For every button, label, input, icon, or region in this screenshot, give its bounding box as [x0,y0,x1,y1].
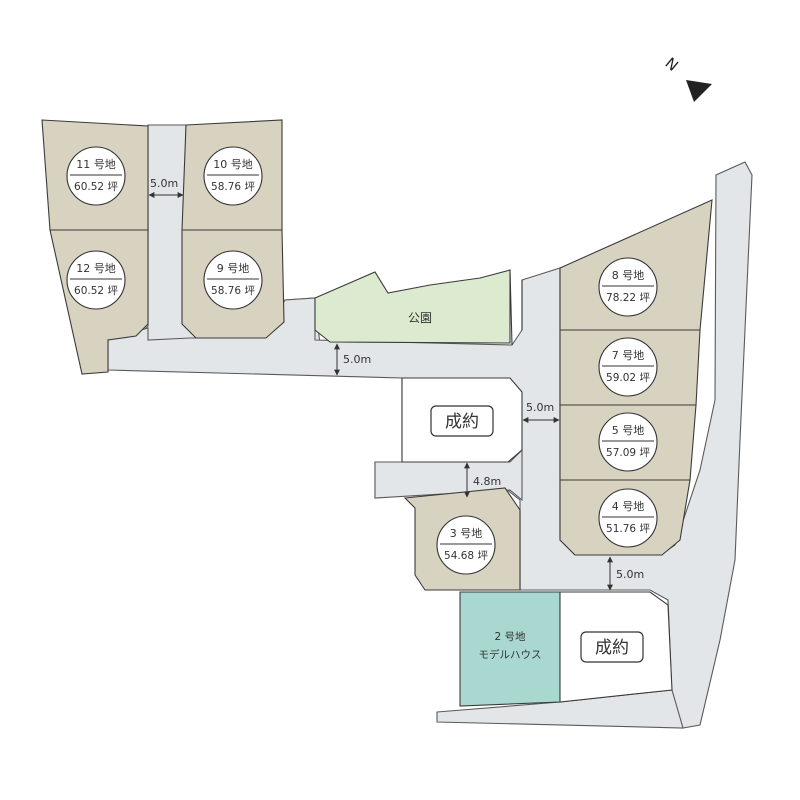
compass-label: N [661,54,681,75]
badge-lot-8: 8 号地 78.22 坪 [598,257,658,317]
badge-lot-7: 7 号地 59.02 坪 [598,337,658,397]
sold-badge-upper: 成約 [430,405,494,437]
badge-lot-12: 12 号地 60.52 坪 [66,250,126,310]
badge-lot-4: 4 号地 51.76 坪 [598,488,658,548]
dim-main-road: 5.0m [334,343,371,376]
dim-north-road-label: 5.0m [150,177,178,190]
lot-3-area: 54.68 坪 [444,549,488,562]
lot-5-number: 5 号地 [612,424,645,437]
sold-label-upper: 成約 [445,412,479,432]
north-arrow-icon: N [661,54,712,102]
dim-lower-road: 4.8m [464,462,501,498]
lot-7-number: 7 号地 [612,349,645,362]
dim-east-road: 5.0m [522,401,560,423]
south-road [436,689,684,729]
dim-east-road-label: 5.0m [526,401,554,414]
lot-8-area: 78.22 坪 [606,291,650,304]
badge-lot-9: 9 号地 58.76 坪 [203,250,263,310]
lot-11-number: 11 号地 [76,158,116,171]
dim-north-road: 5.0m [148,177,184,198]
lot-10-number: 10 号地 [213,158,253,171]
lot-7-area: 59.02 坪 [606,371,650,384]
lot-2-note: モデルハウス [479,648,542,661]
lot-12-number: 12 号地 [76,262,116,275]
park-east-edge [509,269,513,346]
lot-5-area: 57.09 坪 [606,446,650,459]
dim-south-road-label: 5.0m [616,568,644,581]
sold-label-lower: 成約 [595,638,629,658]
badge-lot-11: 11 号地 60.52 坪 [66,146,126,206]
dim-south-road: 5.0m [607,556,644,591]
park-area[interactable] [314,269,511,344]
lot-4-area: 51.76 坪 [606,522,650,535]
dim-main-road-label: 5.0m [343,353,371,366]
lot-9-number: 9 号地 [217,262,250,275]
lot-8-number: 8 号地 [612,269,645,282]
lot-12-area: 60.52 坪 [74,284,118,297]
lot-2-number: 2 号地 [494,630,526,643]
lot-11-area: 60.52 坪 [74,180,118,193]
lot-3-number: 3 号地 [450,527,483,540]
lot-9-area: 58.76 坪 [211,284,255,297]
dim-lower-road-label: 4.8m [473,475,501,488]
lot-4-number: 4 号地 [612,500,645,513]
lot-10-area: 58.76 坪 [211,180,255,193]
sold-badge-lower: 成約 [580,631,644,663]
park-label: 公園 [408,311,432,325]
badge-lot-5: 5 号地 57.09 坪 [598,412,658,472]
badge-lot-3: 3 号地 54.68 坪 [436,515,496,575]
badge-lot-10: 10 号地 58.76 坪 [203,146,263,206]
